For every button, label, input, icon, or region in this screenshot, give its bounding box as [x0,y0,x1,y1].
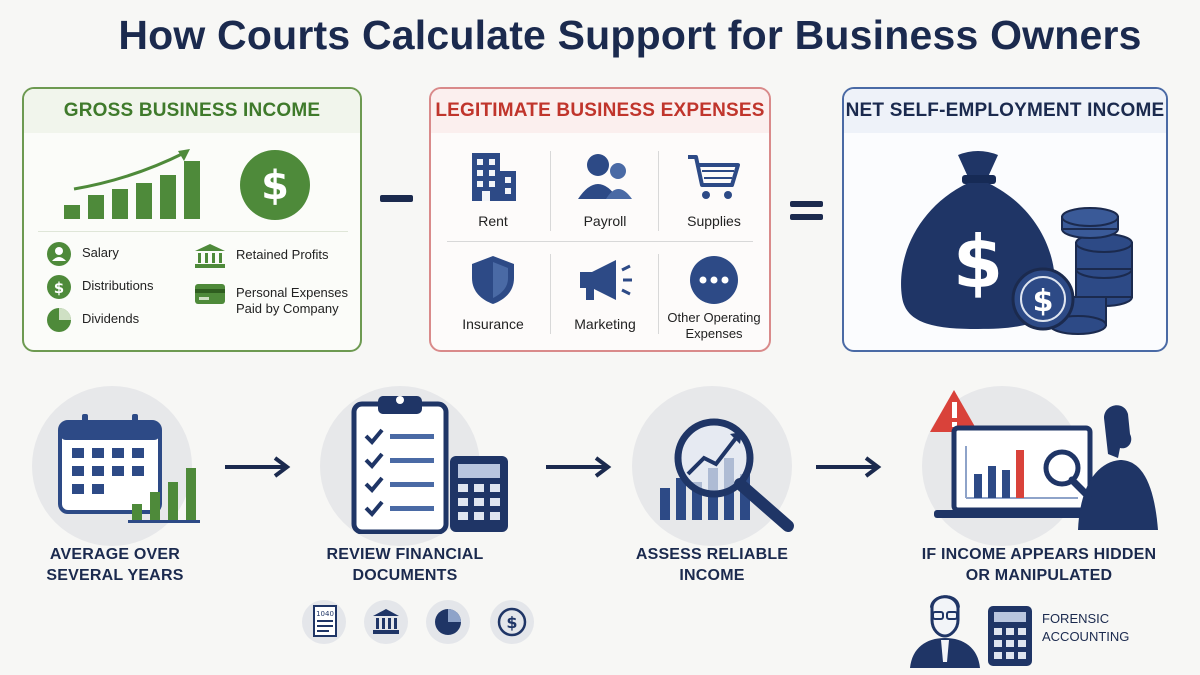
equals-operator-top [790,201,823,207]
income-item-retained-profits: Retained Profits [194,243,329,269]
credit-card-icon [195,284,225,304]
arrow-right-icon [816,456,882,478]
equals-operator-bottom [790,214,823,220]
bank-icon [195,244,225,268]
expense-payroll: Payroll [555,151,655,229]
pie-chart-icon [426,600,470,644]
net-income-panel: NET SELF-EMPLOYMENT INCOME $ $ [842,87,1168,352]
business-expenses-panel: LEGITIMATE BUSINESS EXPENSES Rent Payrol… [429,87,771,352]
dollar-coin-icon: $ [47,275,71,299]
calendar-chart-icon [58,414,200,523]
gross-income-heading: GROSS BUSINESS INCOME [24,89,360,133]
tax-form-1040-icon: 1040 [302,600,346,644]
person-icon [47,242,71,266]
expense-supplies: Supplies [664,151,764,229]
arrow-right-icon [546,456,612,478]
shopping-cart-icon [688,155,740,199]
net-income-heading: NET SELF-EMPLOYMENT INCOME [844,89,1166,133]
arrow-right-icon [225,456,291,478]
svg-text:$: $ [261,163,289,209]
forensic-accountant-icon [910,595,1032,668]
building-icon [472,153,516,201]
bank-icon [364,600,408,644]
business-expenses-heading: LEGITIMATE BUSINESS EXPENSES [431,89,769,133]
income-item-salary: Salary [46,241,119,267]
dollar-icon: $ [490,600,534,644]
svg-text:$: $ [953,220,1003,304]
svg-text:$: $ [506,613,517,632]
magnifier-chart-icon [660,418,794,532]
dollar-coin-icon: $ [240,150,310,220]
expense-rent: Rent [443,151,543,229]
clipboard-calculator-icon [351,396,508,534]
gross-income-panel: GROSS BUSINESS INCOME $ Salary $ Distrib… [22,87,362,352]
people-icon [578,154,632,199]
investigator-icon [930,390,1158,530]
svg-text:1040: 1040 [316,610,334,618]
expense-marketing: Marketing [555,254,655,332]
page-title: How Courts Calculate Support for Busines… [118,12,1142,58]
svg-text:$: $ [54,279,64,297]
megaphone-icon [580,260,632,300]
expense-insurance: Insurance [443,254,543,332]
svg-text:$: $ [1033,284,1054,319]
income-item-dividends: Dividends [46,307,139,333]
pie-chart-icon [47,308,71,332]
minus-operator [380,195,413,202]
growth-bar-chart-icon [64,149,200,219]
more-dots-icon [690,256,738,304]
money-bag-icon: $ $ [901,151,1133,335]
shield-icon [472,256,514,304]
income-item-distributions: $ Distributions [46,274,154,300]
